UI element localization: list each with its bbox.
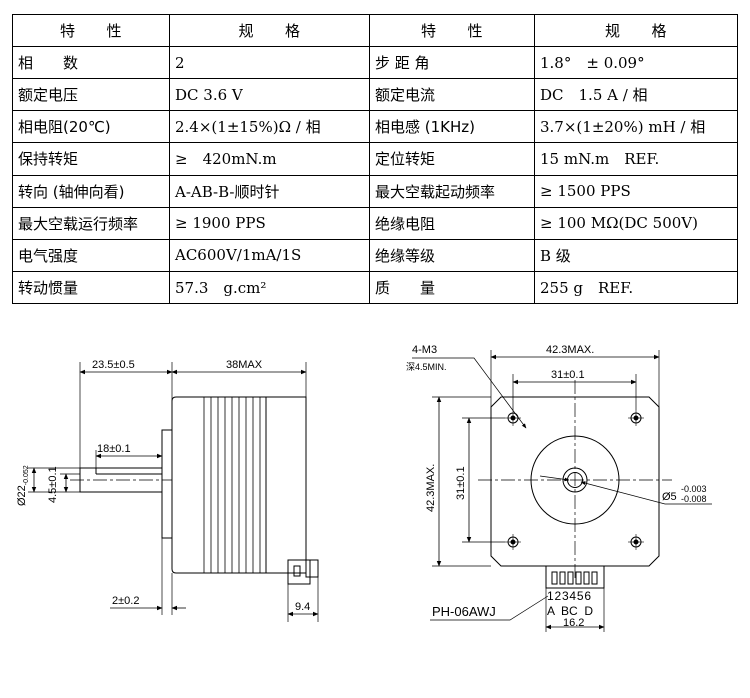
spec-value: AC600V/1mA/1S — [169, 238, 370, 272]
dim-hole-pitch-v-text: 31±0.1 — [455, 466, 467, 500]
spec-value: 2 — [169, 46, 370, 80]
dim-length-text: 38MAX — [226, 359, 263, 371]
spec-value: ≥ 1500 PPS — [534, 174, 738, 208]
spec-row: 转向 (轴伸向看)A-AB-B-顺时针最大空载起动频率≥ 1500 PPS — [12, 174, 738, 208]
spec-value: DC 1.5 A / 相 — [534, 78, 738, 112]
spec-value: B 级 — [534, 238, 738, 272]
connector-model-text: PH-06AWJ — [432, 604, 496, 619]
spec-row: 相电阻(20℃)2.4×(1±15%)Ω / 相相电感 (1KHz)3.7×(1… — [12, 110, 738, 144]
pin-numbers-text: 123456 — [547, 589, 592, 603]
spec-characteristic: 转动惯量 — [12, 270, 170, 305]
dim-shaft-length-text: 23.5±0.5 — [92, 359, 135, 371]
spec-value: 57.3 g.cm² — [169, 270, 370, 305]
pin-letters-text: A BC D — [547, 604, 593, 618]
pilot-boss — [530, 435, 620, 525]
motor-drawing: 23.5±0.5 38MAX 18±0.1 Ø22-0.052 4.5±0.1 … — [16, 344, 712, 632]
spec-characteristic: 额定电压 — [12, 78, 170, 112]
spec-characteristic: 最大空载起动频率 — [369, 174, 535, 208]
spec-value: ≥ 420mN.m — [169, 142, 370, 176]
spec-characteristic: 相 数 — [12, 46, 170, 80]
dim-boss-height-text: 2±0.2 — [112, 595, 139, 607]
lamination-lines — [203, 397, 261, 573]
motor-body-outline — [171, 396, 267, 574]
spec-characteristic: 定位转矩 — [369, 142, 535, 176]
spec-value: ≥ 100 MΩ(DC 500V) — [534, 206, 738, 240]
front-connector — [545, 565, 605, 589]
spec-value: 3.7×(1±20%) mH / 相 — [534, 110, 738, 144]
shaft-tol-upper-text: -0.003 — [681, 484, 707, 494]
spec-characteristic: 额定电流 — [369, 78, 535, 112]
dim-height-text: 42.3MAX. — [425, 464, 437, 512]
dim-shaft-diameter-text: Ø22-0.052 — [16, 465, 30, 506]
connector-pins — [551, 571, 598, 585]
dim-connector-text: 9.4 — [295, 601, 310, 613]
spec-characteristic: 步 距 角 — [369, 46, 535, 80]
spec-value: A-AB-B-顺时针 — [169, 174, 370, 208]
spec-characteristic: 绝缘电阻 — [369, 206, 535, 240]
rear-cap — [305, 559, 319, 578]
side-view: 23.5±0.5 38MAX 18±0.1 Ø22-0.052 4.5±0.1 … — [16, 359, 319, 622]
screw-label-text: 4-M3 — [412, 344, 437, 356]
spec-characteristic: 电气强度 — [12, 238, 170, 272]
front-view: 42.3MAX. 31±0.1 42.3MAX. 31±0.1 4-M3 深4.… — [406, 344, 712, 632]
spec-characteristic: 质 量 — [369, 270, 535, 305]
header-characteristic: 特 性 — [12, 13, 170, 48]
side-connector — [287, 559, 311, 585]
shaft-tol-lower-text: -0.008 — [681, 494, 707, 504]
spec-value: 255 g REF. — [534, 270, 738, 305]
spec-characteristic: 相电阻(20℃) — [12, 110, 170, 144]
side-connector-pin — [293, 565, 301, 577]
dim-hole-pitch-h-text: 31±0.1 — [551, 369, 585, 381]
header-specification-2: 规 格 — [534, 13, 738, 48]
dim-flat-height-text: 4.5±0.1 — [47, 466, 59, 503]
flange-outline — [490, 396, 660, 567]
header-characteristic-2: 特 性 — [369, 13, 535, 48]
shaft-diameter-text: Ø5 — [662, 491, 677, 503]
spec-value: ≥ 1900 PPS — [169, 206, 370, 240]
dim-flat-length-text: 18±0.1 — [97, 443, 131, 455]
motor-front-boss — [161, 429, 173, 539]
dim-width-text: 42.3MAX. — [546, 344, 594, 356]
spec-characteristic: 转向 (轴伸向看) — [12, 174, 170, 208]
spec-header-row: 特 性 规 格 特 性 规 格 — [12, 13, 738, 48]
spec-characteristic: 相电感 (1KHz) — [369, 110, 535, 144]
spec-characteristic: 保持转矩 — [12, 142, 170, 176]
connector-width-text: 16.2 — [563, 617, 584, 629]
spec-characteristic: 最大空载运行频率 — [12, 206, 170, 240]
mounting-holes — [505, 410, 644, 550]
spec-value: 15 mN.m REF. — [534, 142, 738, 176]
screw-depth-text: 深4.5MIN. — [406, 362, 447, 372]
spec-value: 1.8° ± 0.09° — [534, 46, 738, 80]
rear-plate — [265, 396, 307, 574]
spec-value: 2.4×(1±15%)Ω / 相 — [169, 110, 370, 144]
spec-value: DC 3.6 V — [169, 78, 370, 112]
shaft-outer — [562, 467, 588, 493]
spec-characteristic: 绝缘等级 — [369, 238, 535, 272]
header-specification: 规 格 — [169, 13, 370, 48]
